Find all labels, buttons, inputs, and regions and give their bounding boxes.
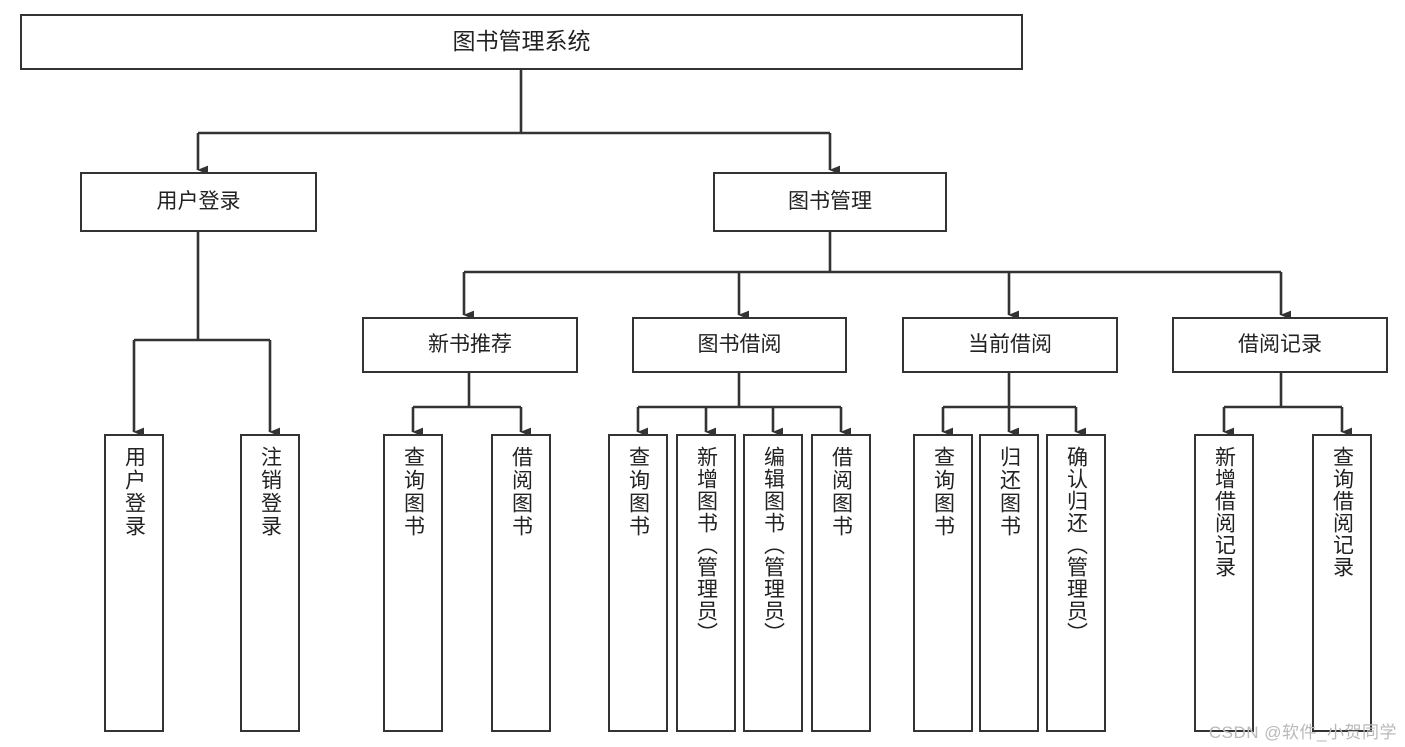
node-book-management-label: 图书管理 [788,190,872,214]
node-leaf-user-login[interactable]: 用户登录 [104,434,164,732]
node-leaf-query-book-1-label: 查询图书 [401,446,425,538]
node-current-borrow-label: 当前借阅 [968,333,1052,357]
watermark-text: CSDN @软件_小贺同学 [1208,723,1397,742]
node-leaf-add-record-label: 新增借阅记录 [1212,446,1236,578]
node-leaf-confirm-return-label: 确认归还（管理员） [1064,446,1088,644]
node-leaf-query-book-2-label: 查询图书 [626,446,650,538]
node-leaf-confirm-return[interactable]: 确认归还（管理员） [1046,434,1106,732]
node-leaf-user-login-label: 用户登录 [122,446,146,538]
node-user-login-label: 用户登录 [156,190,241,214]
node-root-label: 图书管理系统 [452,28,591,55]
node-leaf-query-book-3-label: 查询图书 [931,446,955,538]
node-leaf-add-book-label: 新增图书（管理员） [694,446,718,644]
node-borrow-record-label: 借阅记录 [1238,333,1322,357]
node-leaf-query-book-2[interactable]: 查询图书 [608,434,668,732]
node-leaf-add-book[interactable]: 新增图书（管理员） [676,434,736,732]
node-current-borrow[interactable]: 当前借阅 [902,317,1118,373]
node-book-borrow-label: 图书借阅 [697,333,782,357]
node-leaf-return-book-label: 归还图书 [997,446,1021,538]
node-leaf-query-record[interactable]: 查询借阅记录 [1312,434,1372,732]
node-leaf-user-logout-label: 注销登录 [258,446,282,538]
node-leaf-return-book[interactable]: 归还图书 [979,434,1039,732]
node-borrow-record[interactable]: 借阅记录 [1172,317,1388,373]
node-leaf-borrow-book-1[interactable]: 借阅图书 [491,434,551,732]
node-leaf-borrow-book-2-label: 借阅图书 [829,446,853,538]
node-leaf-borrow-book-2[interactable]: 借阅图书 [811,434,871,732]
node-leaf-add-record[interactable]: 新增借阅记录 [1194,434,1254,732]
node-leaf-query-book-1[interactable]: 查询图书 [383,434,443,732]
node-leaf-edit-book[interactable]: 编辑图书（管理员） [743,434,803,732]
node-leaf-query-record-label: 查询借阅记录 [1330,446,1354,578]
node-user-login[interactable]: 用户登录 [80,172,317,232]
node-leaf-edit-book-label: 编辑图书（管理员） [761,446,785,644]
node-root[interactable]: 图书管理系统 [20,14,1023,70]
node-leaf-query-book-3[interactable]: 查询图书 [913,434,973,732]
node-leaf-user-logout[interactable]: 注销登录 [240,434,300,732]
node-new-book-recommend[interactable]: 新书推荐 [362,317,578,373]
node-new-book-recommend-label: 新书推荐 [428,333,512,357]
node-book-borrow[interactable]: 图书借阅 [632,317,847,373]
node-leaf-borrow-book-1-label: 借阅图书 [509,446,533,538]
node-book-management[interactable]: 图书管理 [713,172,947,232]
